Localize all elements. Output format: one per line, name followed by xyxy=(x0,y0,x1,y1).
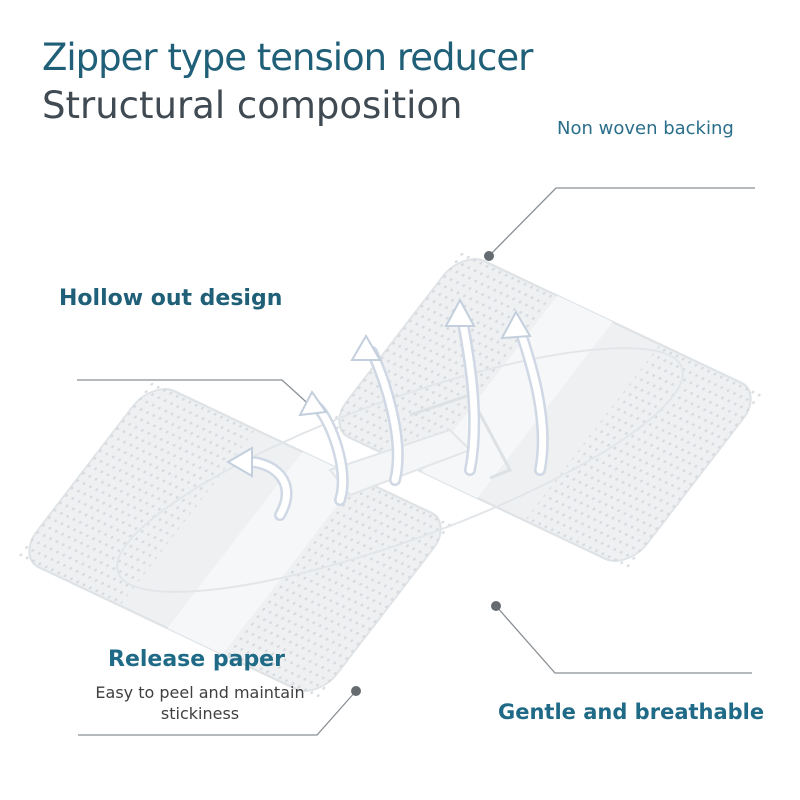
leader-dot-gentle xyxy=(491,601,501,611)
release-paper-description: Easy to peel and maintain stickiness xyxy=(95,683,305,723)
label-non-woven-backing: Non woven backing xyxy=(557,118,734,139)
label-gentle-breathable: Gentle and breathable xyxy=(498,700,765,724)
diagram-title: Zipper type tension reducer xyxy=(42,36,533,79)
label-hollow-out-design: Hollow out design xyxy=(59,286,283,311)
leader-dot-release xyxy=(351,686,361,696)
label-release-paper: Release paper xyxy=(108,647,285,672)
lower-patch xyxy=(17,380,453,700)
diagram-subtitle: Structural composition xyxy=(42,84,463,127)
leader-line-gentle xyxy=(495,605,752,674)
leader-line-release xyxy=(78,690,357,736)
leader-dot-non-woven xyxy=(484,251,494,261)
leader-line-non-woven xyxy=(488,187,755,257)
arrow-heads xyxy=(226,297,532,478)
